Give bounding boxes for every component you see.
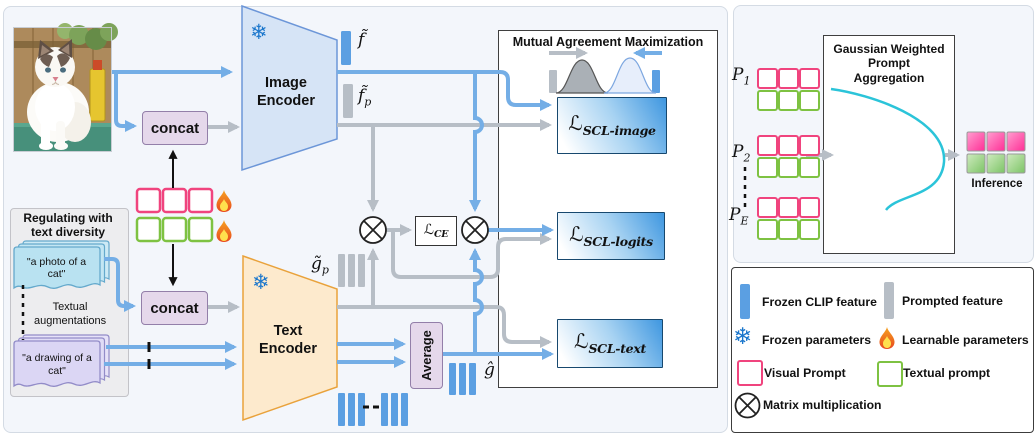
legend-learnable-params-label: Learnable parameters: [902, 333, 1029, 347]
visual-prompt-icon: [737, 360, 763, 386]
frozen-feature-bar-icon: [740, 284, 750, 319]
gaussian-weight-curve: [830, 87, 946, 211]
text-feature-bars: [338, 393, 408, 426]
matrix-multiplication-icon: [359, 216, 387, 244]
g-hat-bars: [449, 363, 476, 395]
mutual-agreement-title: Mutual Agreement Maximization: [512, 35, 704, 49]
image-encoder-shape: [241, 4, 338, 172]
image-encoder-label: Image Encoder: [256, 75, 315, 110]
f-tilde-bar: [341, 31, 351, 65]
inference-label: Inference: [971, 178, 1023, 190]
concat-textual-label: concat: [150, 299, 199, 317]
visual-prompt-squares: [135, 187, 214, 214]
scl-image-loss-label: ℒSCL-image: [568, 111, 656, 139]
legend-content: Frozen CLIP feature Prompted feature ❄ F…: [731, 267, 1032, 431]
photo-caption-text: "a photo of a cat": [26, 256, 87, 280]
agreement-distributions: [549, 57, 660, 94]
average-label: Average: [419, 330, 435, 381]
textual-prompt-squares: [135, 216, 214, 243]
scl-image-loss-box: ℒSCL-image: [557, 97, 667, 154]
f-tilde-p-label: f̃p: [358, 86, 372, 109]
f-tilde-p-bar: [343, 84, 353, 118]
legend-prompted-feature-label: Prompted feature: [902, 294, 1003, 308]
flame-icon: [879, 327, 895, 349]
text-encoder-shape: [242, 254, 338, 422]
textual-prompt-icon: [877, 361, 903, 387]
prompted-feature-bar-icon: [884, 282, 894, 319]
ce-loss-box: ℒCE: [415, 216, 457, 246]
scl-logits-loss-label: ℒSCL-logits: [569, 221, 653, 249]
scl-text-loss-label: ℒSCL-text: [574, 329, 646, 357]
g-tilde-p-bars: [338, 254, 365, 287]
aggregated-prompt-squares: [966, 131, 1026, 174]
ce-loss-label: ℒCE: [423, 221, 449, 240]
ensemble-prompt-grids: [757, 68, 820, 240]
average-box: Average: [410, 322, 443, 389]
prompt-set-2-label: P2: [732, 142, 751, 165]
scl-logits-loss-box: ℒSCL-logits: [557, 212, 665, 260]
snowflake-icon: ❄: [733, 323, 753, 349]
prompt-set-e-label: PE: [729, 205, 749, 228]
legend-frozen-feature-label: Frozen CLIP feature: [762, 295, 877, 309]
legend-frozen-params-label: Frozen parameters: [762, 333, 872, 347]
g-tilde-p-label: g̃p: [311, 254, 329, 277]
f-tilde-label: f̃: [358, 30, 365, 50]
drawing-caption-docs: [13, 334, 110, 388]
legend-textual-prompt-label: Textual prompt: [903, 366, 991, 380]
regulating-title: Regulating with text diversity: [23, 211, 113, 240]
mutual-agreement-box: Mutual Agreement Maximization: [498, 30, 718, 388]
gaussian-aggregation-title: Gaussian Weighted Prompt Aggregation: [833, 42, 945, 85]
snowflake-icon: ❄: [252, 271, 270, 294]
legend-matrix-mult-label: Matrix multiplication: [763, 398, 882, 412]
flame-icon: [216, 220, 232, 242]
flame-icon: [216, 190, 232, 212]
drawing-caption-text: "a drawing of a cat": [22, 352, 92, 378]
matrix-multiplication-icon: [734, 392, 761, 419]
frozen-feature-wires: [104, 47, 662, 370]
legend-visual-prompt-label: Visual Prompt: [764, 366, 846, 380]
prompted-feature-wires: [206, 47, 960, 348]
concat-visual-label: concat: [150, 119, 200, 137]
legend-panel: [731, 267, 1034, 433]
text-encoder-label: Text Encoder: [258, 323, 317, 358]
g-hat-label: ĝ: [484, 360, 495, 380]
augmentations-label: Textual augmentations: [34, 301, 107, 327]
continuation-ticks: [147, 342, 379, 409]
concat-textual-box: concat: [141, 291, 208, 325]
gaussian-aggregation-box: Gaussian Weighted Prompt Aggregation: [823, 35, 955, 254]
cat-photo: [13, 23, 118, 152]
concat-visual-box: concat: [142, 111, 208, 145]
snowflake-icon: ❄: [250, 21, 268, 44]
matrix-multiplication-icon: [461, 216, 489, 244]
prompt-set-1-label: P1: [732, 65, 751, 88]
scl-text-loss-box: ℒSCL-text: [557, 319, 663, 368]
